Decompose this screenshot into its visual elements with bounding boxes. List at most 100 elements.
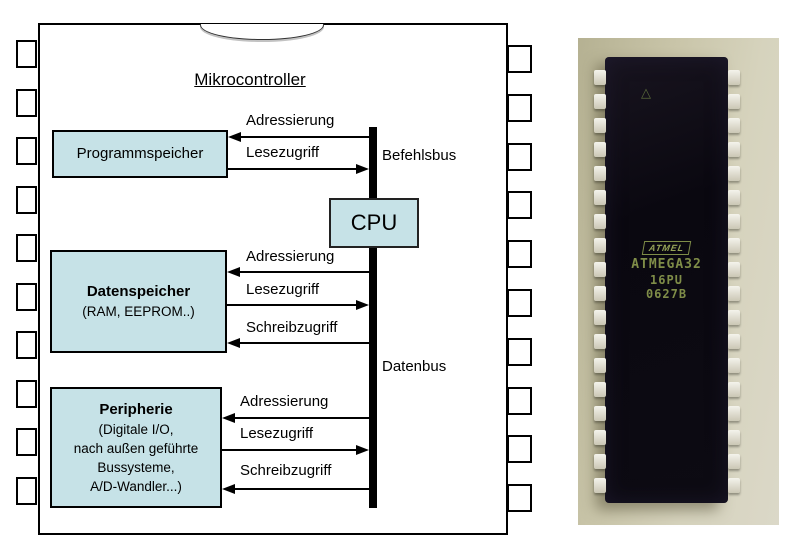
arrow-line xyxy=(228,168,356,170)
chip-pin-icon xyxy=(728,382,740,397)
arrowhead-left-icon xyxy=(228,132,241,142)
chip-pin-icon xyxy=(594,310,606,325)
chip-pin-icon xyxy=(594,94,606,109)
arrow-label: Lesezugriff xyxy=(246,144,320,161)
chip-pin-icon xyxy=(594,334,606,349)
chip-body: △ xyxy=(605,57,728,503)
chip-pin-icon xyxy=(594,70,606,85)
chip-pin-icon xyxy=(594,286,606,301)
block-title: Datenspeicher xyxy=(86,283,191,300)
arrow-line xyxy=(234,417,369,419)
chip-pin-icon xyxy=(594,478,606,493)
ic-pin-icon xyxy=(16,331,37,359)
chip-pin-icon xyxy=(728,406,740,421)
chip-pin-icon xyxy=(594,214,606,229)
chip-package-code: 16PU xyxy=(650,273,683,287)
block-subline: Bussysteme, xyxy=(97,459,175,475)
arrow-line xyxy=(222,449,356,451)
chip-pin-icon xyxy=(594,166,606,181)
chip-pin-icon xyxy=(728,430,740,445)
arrowhead-left-icon xyxy=(227,338,240,348)
arrow-label: Schreibzugriff xyxy=(246,319,338,336)
ic-pin-icon xyxy=(16,234,37,262)
arrowhead-left-icon xyxy=(222,484,235,494)
block-datenspeicher: Datenspeicher (RAM, EEPROM..) xyxy=(50,250,227,353)
pin1-triangle-icon: △ xyxy=(641,85,651,100)
chip-pin-icon xyxy=(594,430,606,445)
arrow-line xyxy=(234,488,369,490)
chip-pin-icon xyxy=(728,238,740,253)
arrowhead-right-icon xyxy=(356,445,369,455)
chip-photo: △ ATMEL ATMEGA32 16PU 0627B xyxy=(578,38,779,525)
chip-pin-icon xyxy=(728,310,740,325)
arrowhead-left-icon xyxy=(222,413,235,423)
arrow-line xyxy=(227,304,356,306)
chip-pin-icon xyxy=(594,406,606,421)
chip-pin-icon xyxy=(728,334,740,349)
chip-pin-icon xyxy=(594,238,606,253)
block-subline: (RAM, EEPROM..) xyxy=(82,304,195,319)
chip-pin-icon xyxy=(728,70,740,85)
ic-pin-icon xyxy=(507,191,532,220)
ic-pin-icon xyxy=(16,282,37,311)
chip-pin-icon xyxy=(594,118,606,133)
chip-date-code: 0627B xyxy=(645,287,688,301)
befehlsbus-label: Befehlsbus xyxy=(382,147,457,164)
ic-pin-icon xyxy=(16,88,37,117)
arrow-line xyxy=(240,136,369,138)
block-subline: A/D-Wandler...) xyxy=(90,478,182,494)
arrowhead-left-icon xyxy=(227,267,240,277)
chip-pin-icon xyxy=(728,190,740,205)
chip-pin-icon xyxy=(728,262,740,277)
arrow-label: Adressierung xyxy=(246,248,335,265)
diagram-title: Mikrocontroller xyxy=(194,70,306,89)
arrow-line xyxy=(239,271,369,273)
ic-pin-icon xyxy=(16,137,37,165)
chip-pin-icon xyxy=(594,358,606,373)
datenbus-label: Datenbus xyxy=(382,358,447,375)
block-title: Programmspeicher xyxy=(76,145,204,162)
atmel-logo: ATMEL xyxy=(641,241,692,255)
block-peripherie: Peripherie (Digitale I/O, nach außen gef… xyxy=(50,387,222,508)
ic-pin-icon xyxy=(16,185,37,214)
ic-pin-icon xyxy=(507,484,532,513)
arrowhead-right-icon xyxy=(356,164,369,174)
cpu-block: CPU xyxy=(329,198,419,248)
block-title: Peripherie xyxy=(99,400,173,418)
chip-pin-icon xyxy=(728,142,740,157)
arrow-label: Schreibzugriff xyxy=(240,462,332,479)
arrow-label: Lesezugriff xyxy=(240,425,314,442)
ic-pin-icon xyxy=(507,45,532,73)
ic-pin-icon xyxy=(16,40,37,68)
arrowhead-right-icon xyxy=(356,300,369,310)
ic-pin-icon xyxy=(16,476,37,505)
chip-pin-icon xyxy=(594,382,606,397)
ic-pin-icon xyxy=(507,142,532,171)
chip-pin-icon xyxy=(728,118,740,133)
chip-markings: ATMEL ATMEGA32 16PU 0627B xyxy=(605,238,728,301)
cpu-label: CPU xyxy=(350,210,398,235)
ic-pin-icon xyxy=(507,93,532,122)
arrow-label: Adressierung xyxy=(246,112,335,129)
chip-pin-icon xyxy=(728,166,740,181)
ic-pin-icon xyxy=(507,240,532,269)
ic-pin-icon xyxy=(507,435,532,464)
block-subline: nach außen geführte xyxy=(73,440,199,456)
chip-pin-icon xyxy=(728,286,740,301)
arrow-label: Lesezugriff xyxy=(246,281,320,298)
chip-pin-icon xyxy=(594,454,606,469)
block-programmspeicher: Programmspeicher xyxy=(52,130,228,178)
chip-pin-icon xyxy=(728,214,740,229)
arrow-line xyxy=(239,342,369,344)
bus-line xyxy=(369,127,377,508)
ic-pin-icon xyxy=(16,428,37,456)
chip-pin-icon xyxy=(594,142,606,157)
chip-pin-icon xyxy=(728,478,740,493)
chip-pin-icon xyxy=(594,262,606,277)
chip-pin-icon xyxy=(728,358,740,373)
chip-pin-icon xyxy=(728,94,740,109)
chip-pin-icon xyxy=(728,454,740,469)
block-subline: (Digitale I/O, xyxy=(98,421,174,437)
chip-pin-icon xyxy=(594,190,606,205)
